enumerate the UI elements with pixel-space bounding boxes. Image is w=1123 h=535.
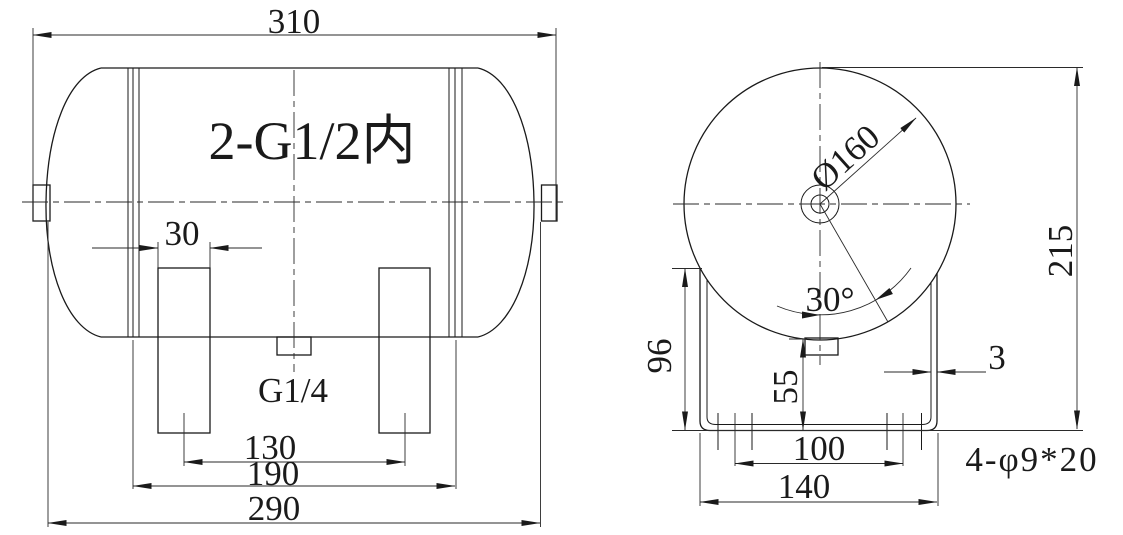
- side-ports-label: 2-G1/2内: [209, 111, 416, 171]
- dim-130: 130: [183, 428, 406, 467]
- weld-seam-lines: [127, 68, 463, 337]
- dim-angle: 30°: [776, 203, 912, 323]
- dim-215-text: 215: [1041, 225, 1080, 278]
- dim-310-text: 310: [268, 2, 321, 41]
- dim-100: 100: [734, 429, 904, 468]
- right-side-port: [540, 184, 558, 222]
- dim-190-text: 190: [247, 454, 300, 493]
- dim-55: 55: [766, 338, 806, 431]
- end-view: Ø160 30° 215 96 55 3 10: [640, 62, 1098, 506]
- dim-96-text: 96: [640, 339, 679, 374]
- dim-angle-text: 30°: [806, 280, 855, 319]
- dim-140-text: 140: [778, 467, 831, 506]
- tank-outline: [45, 67, 535, 338]
- right-leg: [378, 267, 431, 434]
- front-view: 310 30 130 190 290 2-G1/2内 G1/4: [22, 2, 566, 528]
- dim-30-text: 30: [165, 214, 200, 253]
- dim-55-text: 55: [766, 370, 805, 405]
- dim-215: 215: [1041, 67, 1080, 430]
- left-side-port: [32, 184, 51, 222]
- angle-arrow-left: [802, 311, 820, 319]
- extension-lines: [32, 28, 557, 527]
- dim-130-text: 130: [244, 428, 297, 467]
- slot-marks: [717, 413, 922, 450]
- drain-port-label: G1/4: [258, 371, 328, 410]
- angle-arrow-right: [875, 288, 893, 300]
- dim-310: 310: [32, 2, 557, 41]
- dim-290: 290: [47, 489, 541, 528]
- mounting-slots-label: 4-φ9*20: [965, 440, 1098, 479]
- dim-3: 3: [884, 338, 1006, 377]
- dim-96: 96: [640, 268, 688, 431]
- dim-3-text: 3: [988, 338, 1006, 377]
- dim-100-text: 100: [793, 429, 846, 468]
- bracket-inner: [706, 280, 932, 425]
- dim-190: 190: [132, 454, 456, 493]
- dim-290-text: 290: [248, 489, 301, 528]
- left-leg: [157, 267, 211, 434]
- dim-140: 140: [699, 467, 938, 506]
- dim-30: 30: [92, 214, 262, 253]
